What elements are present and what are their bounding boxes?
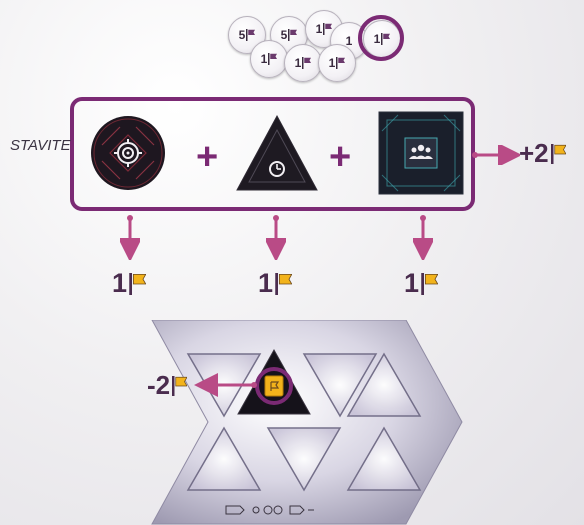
flag-icon bbox=[129, 273, 146, 295]
reward-value: 1 bbox=[404, 268, 438, 299]
highlight-ring bbox=[358, 15, 404, 61]
flag-icon bbox=[288, 29, 297, 41]
down-arrow bbox=[120, 212, 140, 260]
triangle-tile bbox=[235, 114, 319, 192]
flag-icon bbox=[275, 273, 292, 295]
game-board bbox=[144, 320, 464, 525]
flag-icon bbox=[551, 144, 566, 164]
plus-sign: + bbox=[329, 138, 351, 176]
stavite-label: STAVITE bbox=[10, 137, 71, 154]
down-arrow bbox=[266, 212, 286, 260]
square-tile bbox=[378, 111, 464, 195]
bonus-arrow bbox=[470, 145, 520, 165]
score-token-1: 1 bbox=[284, 44, 322, 82]
score-token-1: 1 bbox=[250, 40, 288, 78]
reward-value: 1 bbox=[258, 268, 292, 299]
flag-icon bbox=[172, 376, 187, 396]
down-arrow bbox=[413, 212, 433, 260]
flag-icon bbox=[421, 273, 438, 295]
flag-icon bbox=[246, 29, 255, 41]
circle-tile bbox=[90, 115, 166, 191]
penalty-value: -2 bbox=[147, 370, 187, 401]
score-token-1: 1 bbox=[318, 44, 356, 82]
flag-icon bbox=[336, 57, 345, 69]
flag-icon bbox=[268, 53, 277, 65]
reward-value: 1 bbox=[112, 268, 146, 299]
plus-sign: + bbox=[196, 138, 218, 176]
flag-icon bbox=[302, 57, 311, 69]
bonus-value: +2 bbox=[519, 138, 566, 169]
